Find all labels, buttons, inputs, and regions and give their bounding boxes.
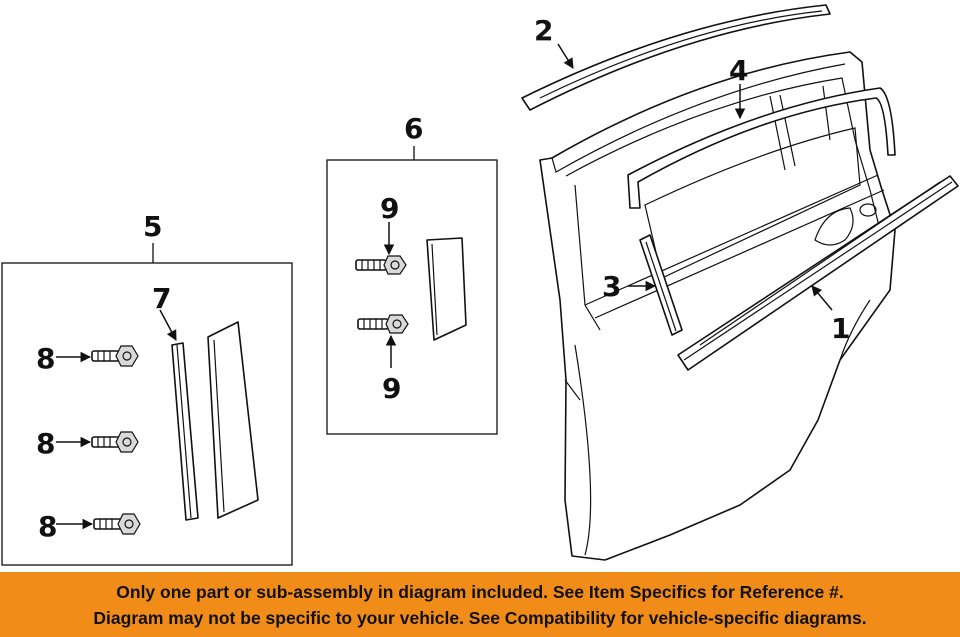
callout-7: 7 xyxy=(152,282,171,315)
disclaimer-banner: Only one part or sub-assembly in diagram… xyxy=(0,572,960,637)
part-2-roof-molding xyxy=(521,4,831,111)
box-6 xyxy=(326,146,498,435)
callout-9: 9 xyxy=(382,372,401,405)
part-3-channel xyxy=(639,234,683,336)
disclaimer-line-1: Only one part or sub-assembly in diagram… xyxy=(116,581,844,602)
leader-arrows xyxy=(56,43,833,530)
callout-4: 4 xyxy=(729,54,748,87)
callout-8: 8 xyxy=(36,427,55,460)
parts-diagram: 1 2 3 4 5 6 7 8 8 8 9 9 xyxy=(1,4,959,566)
bolt-icon xyxy=(357,314,409,334)
callout-2: 2 xyxy=(534,14,553,47)
callout-8: 8 xyxy=(36,342,55,375)
part-1-belt-molding xyxy=(677,175,959,371)
rear-door xyxy=(539,51,896,561)
callout-9: 9 xyxy=(380,192,399,225)
callout-8: 8 xyxy=(38,510,57,543)
bolt-icon xyxy=(91,345,139,367)
part-4-frame-seal xyxy=(627,87,896,209)
bolt-icon xyxy=(91,431,139,453)
arrow-icon xyxy=(557,43,574,69)
callout-1: 1 xyxy=(831,312,850,345)
arrow-icon xyxy=(159,309,177,341)
bolt-icon xyxy=(93,513,141,535)
arrow-icon xyxy=(811,285,833,311)
callout-6: 6 xyxy=(404,112,423,145)
box-5 xyxy=(1,243,293,566)
callout-3: 3 xyxy=(602,270,621,303)
callout-5: 5 xyxy=(143,210,162,243)
disclaimer-line-2: Diagram may not be specific to your vehi… xyxy=(93,607,867,628)
bolt-icon xyxy=(355,255,407,275)
